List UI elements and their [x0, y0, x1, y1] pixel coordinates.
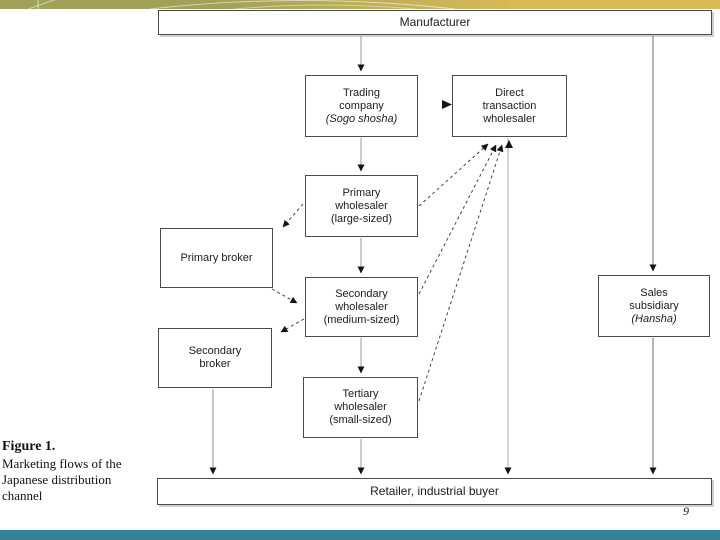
node-note: (medium-sized) — [323, 313, 400, 326]
node-label: Primary broker — [180, 251, 253, 264]
node-note: (large-sized) — [330, 212, 393, 225]
figure-caption-description: Marketing flows of the Japanese distribu… — [2, 456, 122, 503]
node-label: Direct transaction wholesaler — [482, 86, 537, 125]
arrowhead-cluster-extra — [505, 140, 513, 148]
node-primary-wholesaler: Primary wholesaler (large-sized) — [305, 175, 418, 237]
node-label: Manufacturer — [399, 15, 471, 29]
node-label: Tertiary wholesaler — [334, 388, 387, 413]
edge-tertiary-wholesaler-direct-transaction-wholesaler — [418, 144, 504, 402]
edge-secondary-wholesaler-direct-transaction-wholesaler — [418, 144, 497, 295]
figure-caption-title: Figure 1. — [2, 439, 56, 454]
node-retailer: Retailer, industrial buyer — [157, 478, 712, 505]
figure-caption: Figure 1. Marketing flows of the Japanes… — [2, 439, 138, 504]
node-trading-company: Trading company (Sogo shosha) — [305, 75, 418, 137]
node-sales-subsidiary: Sales subsidiary (Hansha) — [598, 275, 710, 337]
node-label: Primary wholesaler — [335, 186, 388, 212]
edge-secondary-wholesaler-secondary-broker — [280, 318, 305, 333]
top-bar-decoration — [27, 0, 456, 9]
node-manufacturer: Manufacturer — [158, 10, 712, 35]
edge-primary-wholesaler-primary-broker — [282, 203, 304, 228]
node-primary-broker: Primary broker — [160, 228, 273, 288]
slide-top-bar — [0, 0, 720, 9]
slide-bottom-bar — [0, 530, 720, 540]
node-label: Secondary wholesaler — [335, 287, 388, 313]
node-note: (small-sized) — [329, 414, 392, 426]
node-label: Sales subsidiary — [629, 286, 679, 312]
edge-primary-wholesaler-direct-transaction-wholesaler — [418, 143, 489, 207]
page-number: 9 — [683, 504, 689, 518]
node-secondary-wholesaler: Secondary wholesaler (medium-sized) — [305, 277, 418, 337]
node-note: (Hansha) — [631, 312, 677, 325]
node-label: Retailer, industrial buyer — [370, 484, 499, 498]
edge-trading-company-direct-transaction-wholesaler — [442, 100, 452, 109]
node-secondary-broker: Secondary broker — [158, 328, 272, 388]
node-direct-transaction-wholesaler: Direct transaction wholesaler — [452, 75, 567, 137]
node-note: (Sogo shosha) — [325, 112, 398, 125]
node-label: Secondary broker — [188, 345, 242, 370]
node-label: Trading company — [339, 86, 384, 112]
edge-primary-broker-secondary-wholesaler — [271, 288, 298, 304]
node-tertiary-wholesaler: Tertiary wholesaler (small-sized) — [303, 377, 418, 438]
